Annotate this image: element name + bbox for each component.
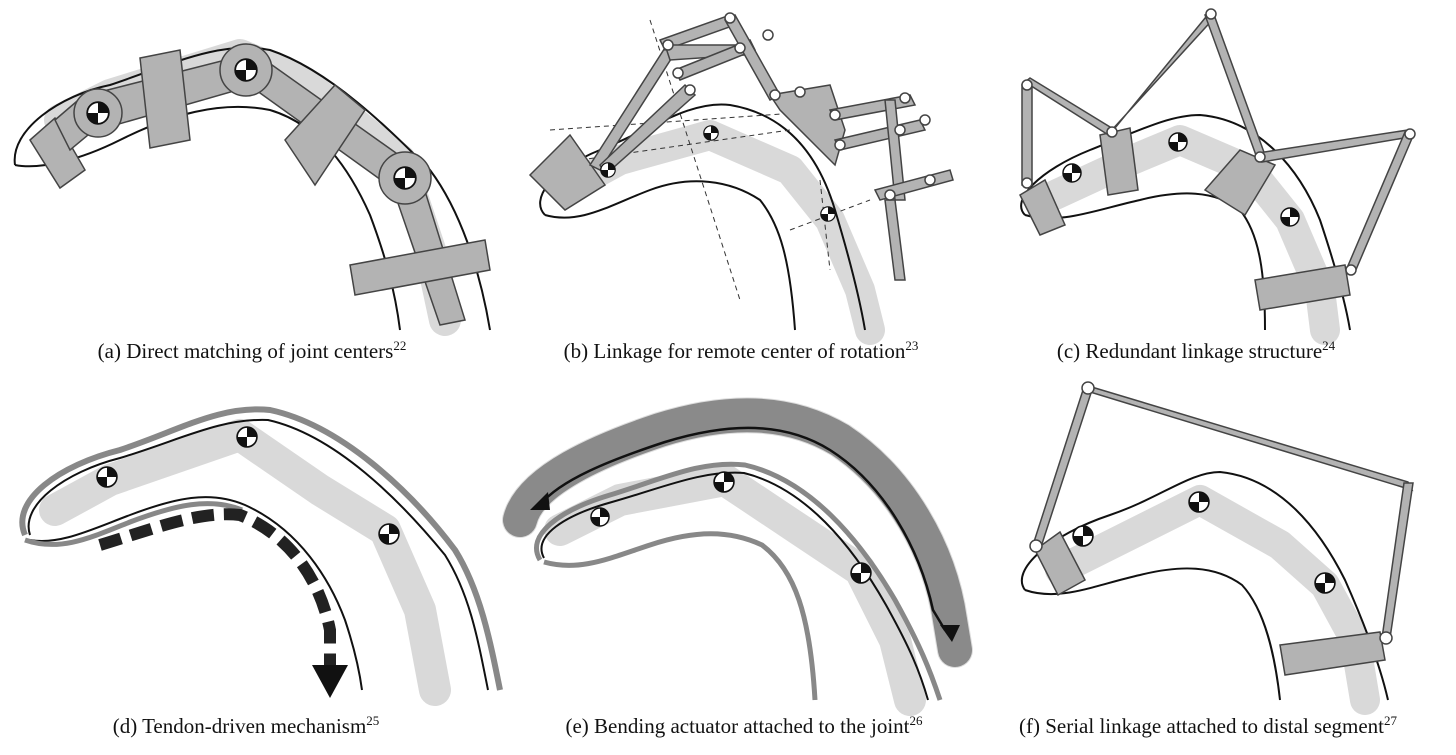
caption-f: (f) Serial linkage attached to distal se…	[1018, 713, 1398, 738]
finger-outline	[13, 46, 491, 331]
finger-outline	[540, 471, 929, 701]
bending-actuator-outline	[502, 397, 973, 668]
finger-outline	[27, 418, 489, 691]
joint-center-3	[1314, 572, 1336, 594]
joint-center-3	[378, 523, 400, 545]
joint-center-3	[393, 166, 417, 190]
finger-bone	[544, 464, 926, 716]
joint-center-2	[236, 426, 258, 448]
caption-e: (e) Bending actuator attached to the joi…	[565, 713, 923, 738]
linkage-pins	[662, 12, 936, 201]
panel-f: (f) Serial linkage attached to distal se…	[980, 380, 1456, 738]
joint-center-1	[86, 101, 110, 125]
finger-outline	[1020, 470, 1389, 701]
joint-center-2	[234, 58, 258, 82]
finger-outline-inner	[543, 531, 818, 701]
panel-a-diagram	[13, 39, 491, 336]
tendon	[98, 508, 336, 665]
finger-outline-inner	[1024, 567, 1281, 701]
joint-center-1	[1072, 525, 1094, 547]
glove-outline	[19, 406, 503, 691]
joint-center-1	[1062, 163, 1082, 183]
joint-center-1	[96, 466, 118, 488]
panel-b: (b) Linkage for remote center of rotatio…	[490, 0, 970, 363]
caption-a: (a) Direct matching of joint centers22	[97, 338, 407, 363]
panel-e-diagram	[502, 397, 973, 716]
panel-e: (e) Bending actuator attached to the joi…	[500, 380, 980, 738]
panel-f-diagram	[1020, 381, 1414, 715]
linkage	[1019, 10, 1414, 311]
finger-outline-inner	[29, 496, 363, 691]
finger-outline-inner	[544, 180, 796, 331]
joint-center-3	[1280, 207, 1300, 227]
tendon-arrow-icon	[312, 665, 348, 698]
linkage-pins	[1021, 8, 1416, 276]
caption-d: (d) Tendon-driven mechanism25	[112, 713, 380, 738]
actuator-arrow-end-icon	[940, 625, 960, 642]
joint-center-2	[703, 125, 719, 141]
joint-center-2	[1168, 132, 1188, 152]
joint-center-1	[600, 162, 616, 178]
linkage	[1031, 383, 1414, 676]
caption-b: (b) Linkage for remote center of rotatio…	[563, 338, 919, 363]
joint-center-2	[1188, 491, 1210, 513]
panel-a: (a) Direct matching of joint centers22	[0, 0, 491, 363]
bending-actuator	[503, 398, 972, 667]
panel-c: (c) Redundant linkage structure24	[1000, 0, 1456, 363]
joint-center-1	[590, 507, 610, 527]
joint-center-2	[713, 471, 735, 493]
joint-center-3	[850, 562, 872, 584]
panel-c-diagram	[1019, 8, 1416, 345]
panel-d: (d) Tendon-driven mechanism25	[0, 380, 503, 738]
glove-inner	[24, 501, 243, 548]
panel-d-diagram	[19, 406, 503, 706]
actuator-arrow-start-icon	[530, 492, 550, 510]
joint-center-3	[820, 206, 836, 222]
caption-c: (c) Redundant linkage structure24	[1056, 338, 1336, 363]
finger-outline-inner	[14, 105, 401, 331]
actuator-arrow-path	[539, 426, 947, 631]
linkage-pins	[1029, 381, 1393, 645]
finger-outline-inner	[1024, 192, 1266, 331]
finger-outline	[1020, 113, 1351, 331]
glove-outline	[534, 461, 943, 701]
panel-b-diagram	[528, 12, 954, 345]
